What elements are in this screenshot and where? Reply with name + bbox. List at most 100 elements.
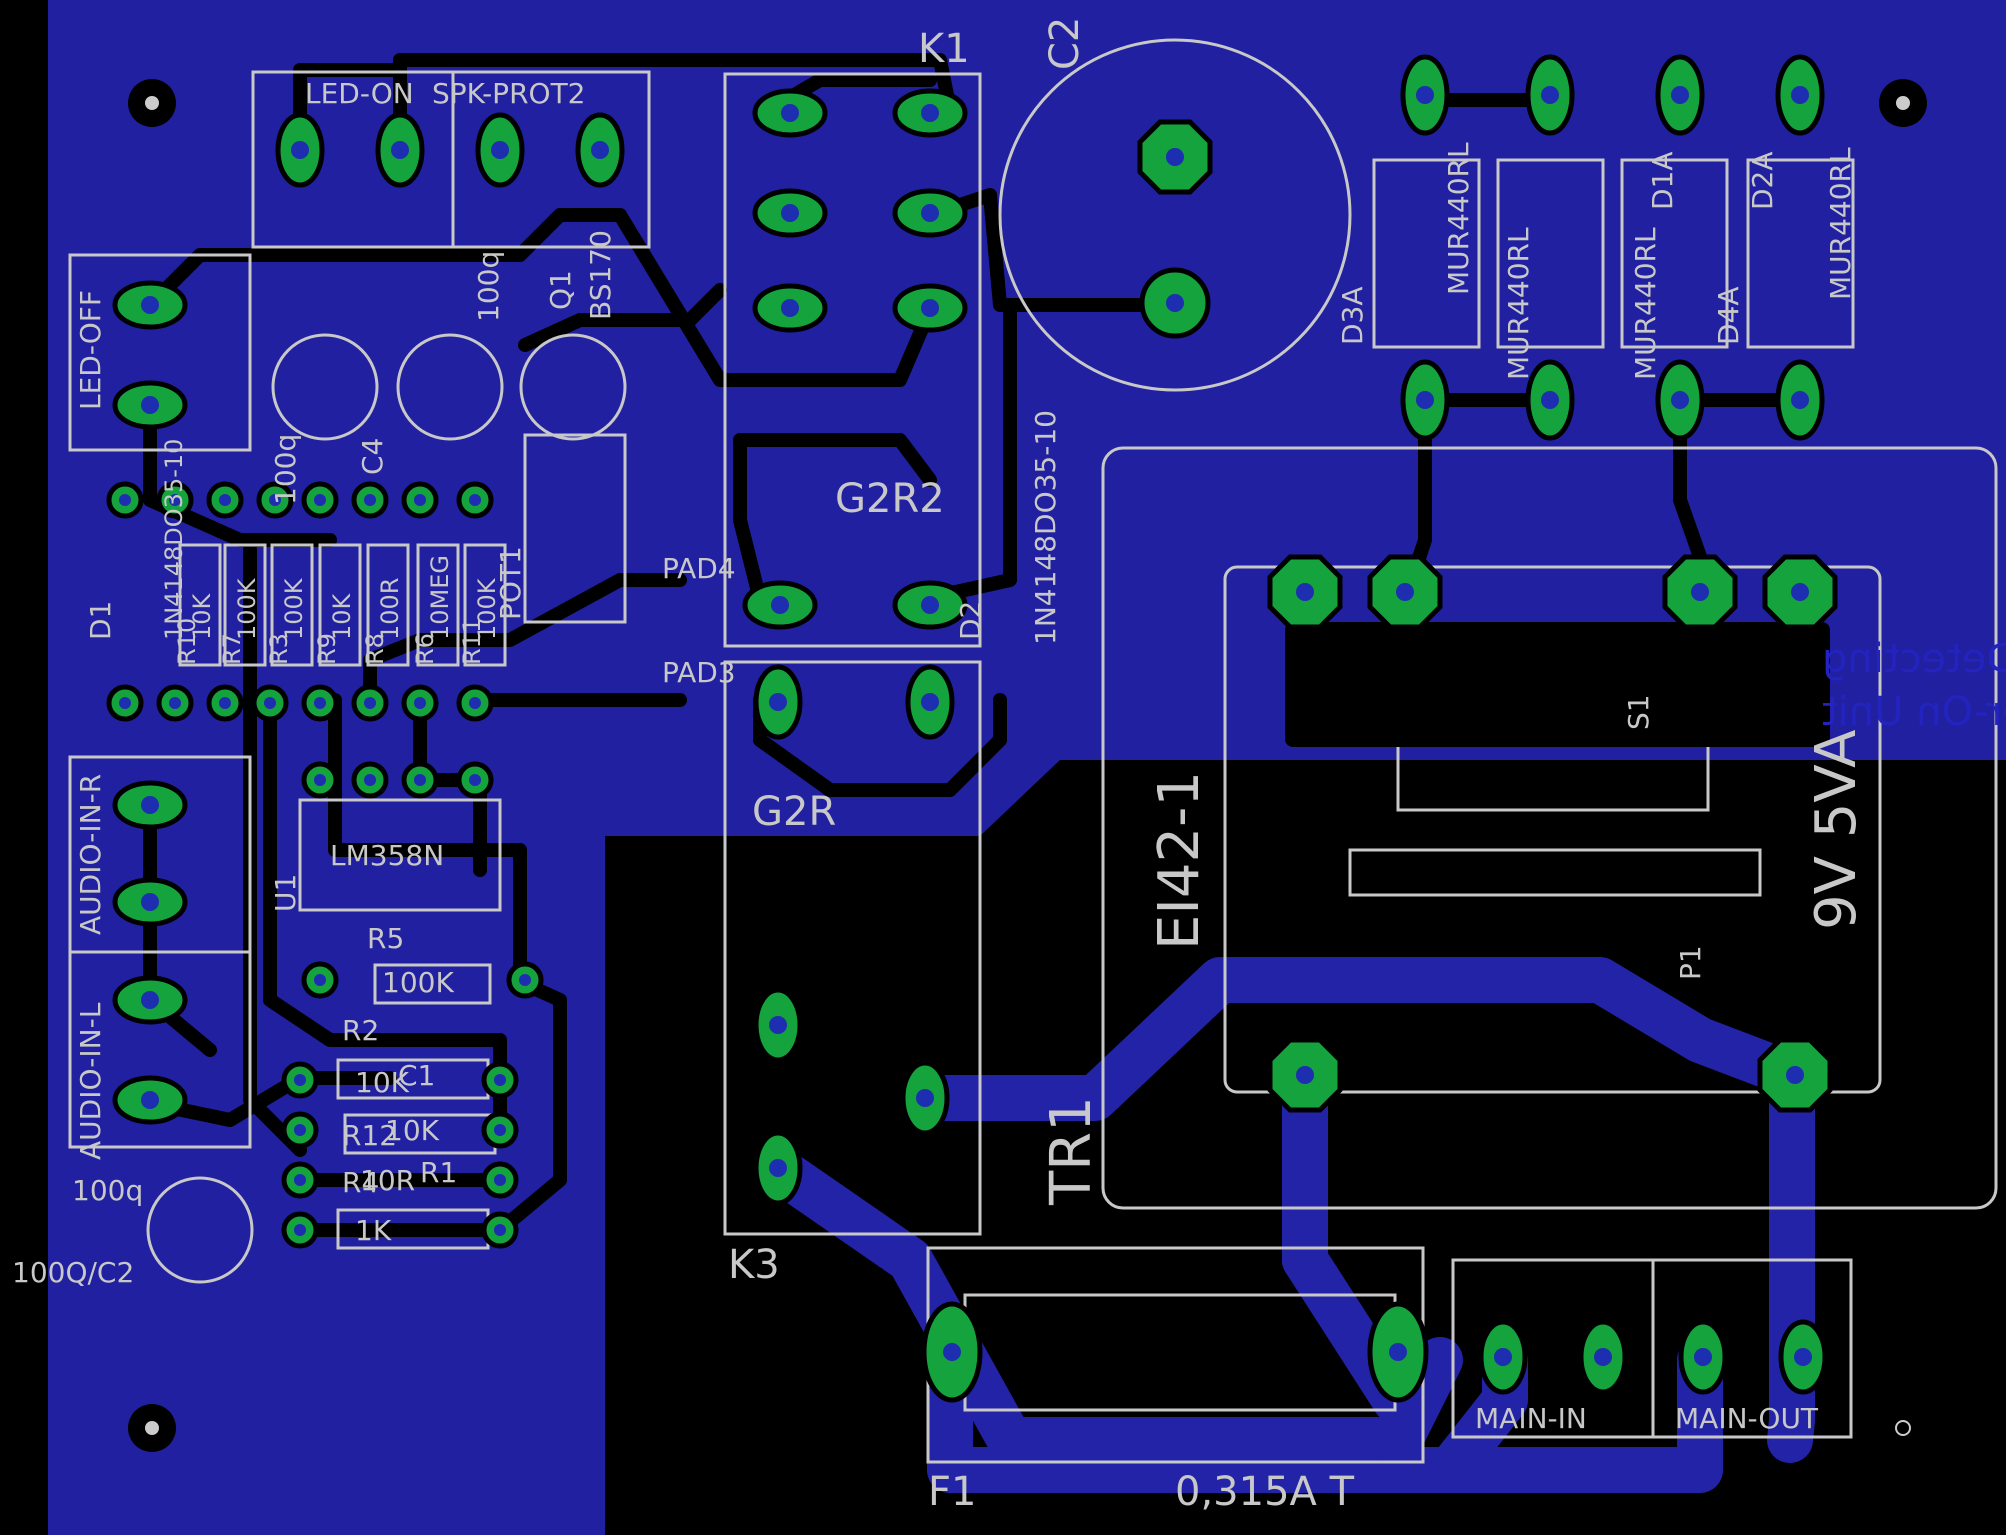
c4-label: C4 (356, 438, 389, 475)
resistor-outline (318, 543, 362, 667)
main-in-label: MAIN-IN (1475, 1402, 1587, 1435)
title-line-2: Auto Power-On Unit (1822, 689, 2006, 735)
pot1-label: POT1 (494, 546, 527, 620)
resistor-name: R10 (173, 618, 201, 665)
r12-label: R12 (342, 1119, 397, 1152)
u1-label: U1 (269, 874, 302, 912)
k1-label: K1 (918, 26, 970, 72)
d2-part-label: 1N4148DO35-10 (1029, 410, 1062, 645)
main-out-label: MAIN-OUT (1675, 1402, 1819, 1435)
mur2-label: MUR440RL (1502, 227, 1535, 380)
cap-100q-a: 100q (472, 251, 505, 322)
pad-drill (469, 697, 481, 709)
pad-drill (294, 1224, 306, 1236)
resistor-value: 10MEG (426, 555, 454, 640)
resistor-name: R9 (313, 633, 341, 665)
d3a-label: D3A (1336, 286, 1369, 345)
resistor-name: R6 (411, 633, 439, 665)
r5-value: 100K (382, 966, 454, 999)
pad-drill (414, 774, 426, 786)
lm358-label: LM358N (330, 839, 444, 872)
pad-drill (414, 494, 426, 506)
resistor-outline (223, 543, 267, 667)
s1-label: S1 (1622, 694, 1655, 730)
r5-label: R5 (367, 922, 404, 955)
audio-in-l-label: AUDIO-IN-L (74, 1002, 107, 1160)
p1-label: P1 (1674, 945, 1707, 980)
resistor-name: R7 (218, 633, 246, 665)
resistor-value: 100K (280, 577, 308, 640)
c2-label: C2 (1042, 17, 1088, 70)
rating-label: 9V 5VA (1804, 730, 1869, 930)
bs170-label: BS170 (584, 230, 617, 320)
d2-label: D2 (954, 601, 987, 640)
r1-value: 1K (355, 1214, 392, 1247)
spk-prot-label: SPK-PROT2 (432, 77, 585, 110)
pad-drill (219, 697, 231, 709)
pad-drill (314, 494, 326, 506)
led-on-label: LED-ON (305, 77, 414, 110)
copper-pour (48, 0, 2006, 1535)
fuse-rating-label: 0,315A T (1175, 1469, 1355, 1515)
pad-drill (294, 1174, 306, 1186)
pad-drill (119, 697, 131, 709)
pad-drill (294, 1074, 306, 1086)
resistor-value: 10K (328, 592, 356, 640)
mur1-label: MUR440RL (1442, 142, 1475, 295)
pad-drill (314, 974, 326, 986)
f1-label: F1 (928, 1469, 976, 1515)
pad-drill (364, 774, 376, 786)
pad-drill (219, 494, 231, 506)
pad3-label: PAD3 (662, 656, 736, 689)
pad4-label: PAD4 (662, 552, 736, 585)
pads (106, 54, 1838, 1403)
d2a-label: D2A (1746, 151, 1779, 210)
labels: K1 C2 G2R2 G2R K3 TR1 EI42-1 9V 5VA P1 S… (12, 17, 2006, 1515)
r1-label: R1 (420, 1156, 457, 1189)
pad-drill (314, 697, 326, 709)
tr1-label: TR1 (1039, 1096, 1104, 1206)
r4-value: 10R (360, 1164, 415, 1197)
r12-value: 10K (385, 1114, 440, 1147)
r4-label: R4 (342, 1166, 379, 1199)
pad-drill (269, 494, 281, 506)
pad-drill (469, 494, 481, 506)
cap-c2-label: 100Q/C2 (12, 1256, 134, 1289)
resistor-name: R3 (265, 633, 293, 665)
resistor-name: R8 (361, 633, 389, 665)
pad-drill (264, 697, 276, 709)
mounting-holes (128, 79, 1927, 1452)
pad-drill (364, 697, 376, 709)
pad-drill (314, 774, 326, 786)
pad-drill (414, 697, 426, 709)
pad-drill (494, 1174, 506, 1186)
resistor-value: 10K (188, 592, 216, 640)
bottom-traces (757, 957, 1815, 1493)
q1-label: Q1 (544, 270, 577, 310)
g2r2-label: G2R2 (835, 476, 945, 522)
k3-label: K3 (728, 1242, 780, 1288)
pad-drill (494, 1124, 506, 1136)
pad-drill (169, 697, 181, 709)
d1-label: D1 (84, 601, 117, 640)
ei42-label: EI42-1 (1147, 771, 1212, 950)
resistor-outline (366, 543, 410, 667)
cap-100q-b: 100q (269, 434, 302, 505)
d4a-label: D4A (1712, 286, 1745, 345)
audio-in-r-label: AUDIO-IN-R (74, 774, 107, 935)
cap-100q-c: 100q (72, 1174, 143, 1207)
pad-drill (294, 1124, 306, 1136)
resistor-outline (463, 543, 507, 667)
pad-drill (364, 494, 376, 506)
resistor-value: 100K (233, 577, 261, 640)
d1-part-label: 1N4148DO35-10 (160, 439, 188, 640)
pad-drill (119, 494, 131, 506)
resistor-name: R11 (458, 618, 486, 665)
pad-drill (469, 774, 481, 786)
r2-value: 10K (355, 1066, 410, 1099)
resistor-outline (416, 543, 460, 667)
g2r-label: G2R (752, 789, 836, 835)
pad-drill (169, 494, 181, 506)
mur3-label: MUR440RL (1629, 227, 1662, 380)
